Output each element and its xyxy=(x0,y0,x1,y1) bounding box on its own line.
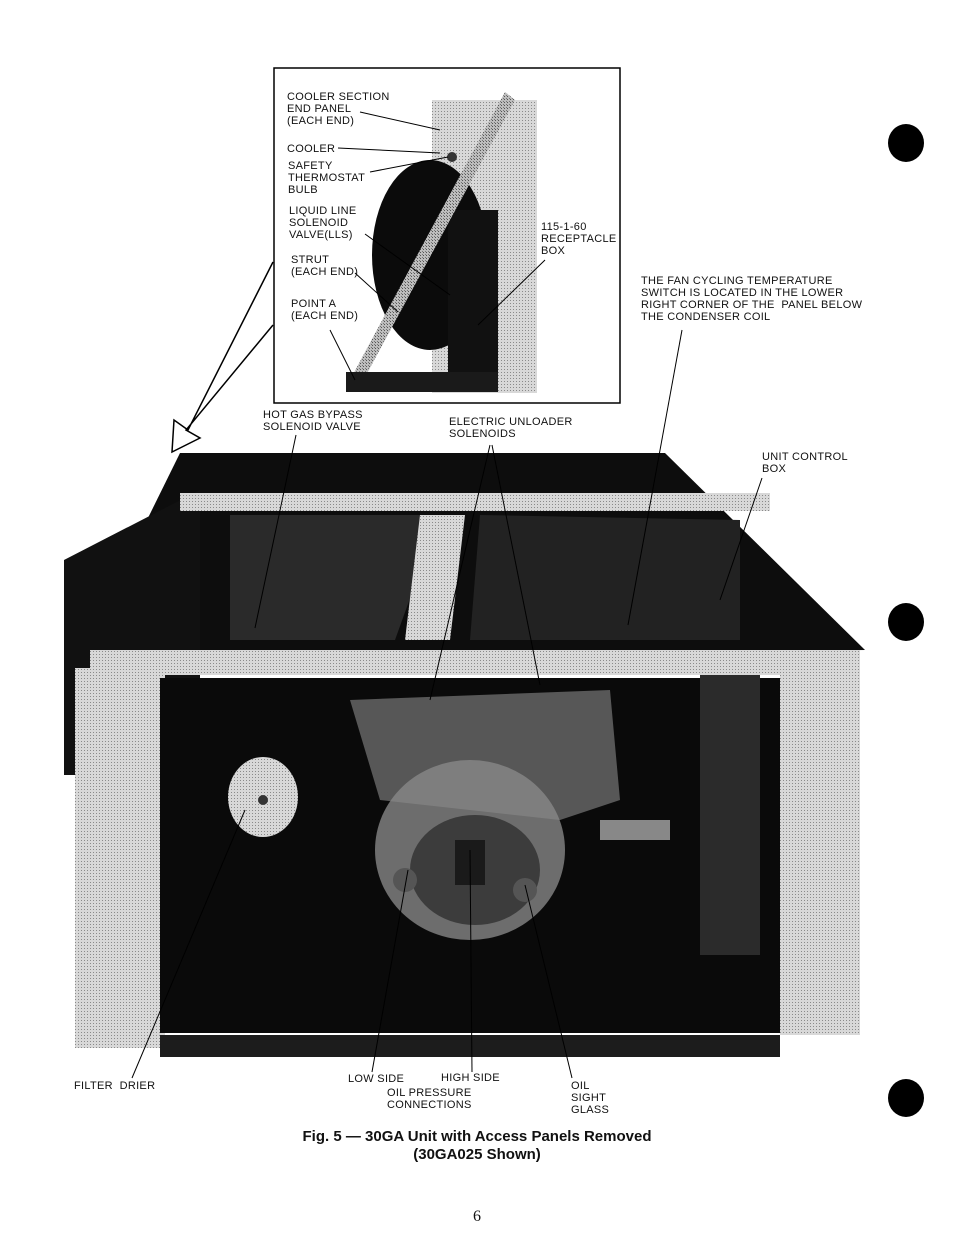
liquid-line-solenoid-label: LIQUID LINE SOLENOID VALVE(LLS) xyxy=(289,205,357,241)
electric-unloader-label: ELECTRIC UNLOADER SOLENOIDS xyxy=(449,416,573,440)
point-a-label: POINT A (EACH END) xyxy=(291,298,359,322)
binder-hole-bottom xyxy=(888,1079,924,1117)
leader-lines xyxy=(131,111,763,1079)
high-side-label: HIGH SIDE xyxy=(441,1072,500,1084)
low-side-label: LOW SIDE xyxy=(348,1073,405,1085)
oil-pressure-connections-label: OIL PRESSURE CONNECTIONS xyxy=(387,1087,472,1111)
filter-drier-label: FILTER DRIER xyxy=(74,1080,156,1092)
safety-thermostat-bulb-label: SAFETY THERMOSTAT BULB xyxy=(288,160,366,196)
strut-label: STRUT (EACH END) xyxy=(291,254,359,278)
figure-caption: Fig. 5 — 30GA Unit with Access Panels Re… xyxy=(0,1128,954,1164)
caption-line-1: Fig. 5 — 30GA Unit with Access Panels Re… xyxy=(302,1128,652,1145)
unit-control-box-label: UNIT CONTROL BOX xyxy=(762,451,848,475)
binder-hole-middle xyxy=(888,603,924,641)
cooler-label: COOLER xyxy=(287,143,336,155)
cooler-section-end-panel-label: COOLER SECTION END PANEL (EACH END) xyxy=(287,91,390,127)
receptacle-box-label: 115-1-60 RECEPTACLE BOX xyxy=(541,221,617,257)
binder-hole-top xyxy=(888,124,924,162)
hot-gas-bypass-label: HOT GAS BYPASS SOLENOID VALVE xyxy=(263,409,363,433)
caption-line-2: (30GA025 Shown) xyxy=(413,1146,541,1163)
oil-sight-glass-label: OIL SIGHT GLASS xyxy=(571,1080,610,1116)
main-photo xyxy=(64,453,865,1057)
inset-photo xyxy=(273,67,621,404)
pointer-arrow xyxy=(171,261,274,454)
fan-cycling-note: THE FAN CYCLING TEMPERATURE SWITCH IS LO… xyxy=(641,275,863,323)
page-number: 6 xyxy=(473,1208,481,1225)
